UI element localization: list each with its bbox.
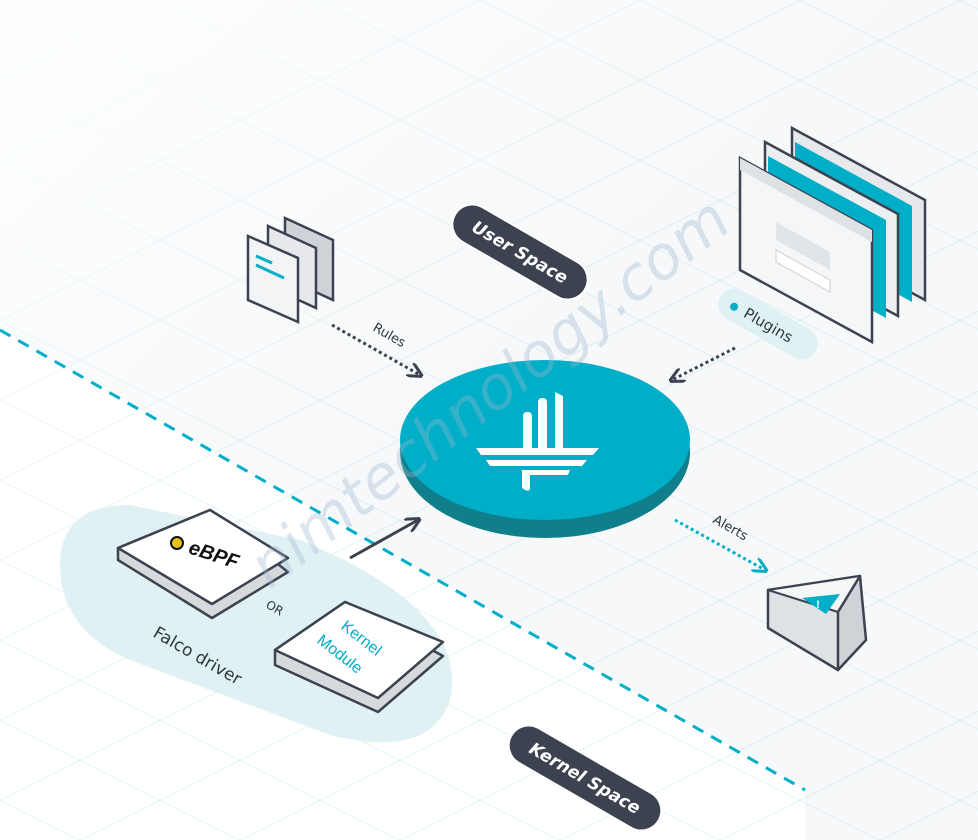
falco-driver-group: Falco driver OR eBPF Kernel Module (60, 505, 453, 743)
rules-arrow (331, 323, 420, 375)
ebpf-option: eBPF (116, 508, 290, 620)
warning-icon (802, 594, 840, 614)
svg-text:!: ! (816, 599, 820, 611)
alerts-arrow (674, 518, 765, 570)
driver-to-engine-arrow (349, 520, 418, 560)
plugins-icon (730, 302, 739, 311)
alert-prism-icon: ! (766, 574, 868, 672)
falco-engine (400, 360, 690, 538)
bee-icon (170, 536, 184, 550)
rules-documents-icon (246, 216, 335, 324)
user-kernel-boundary (0, 328, 806, 792)
falco-logo-icon (476, 392, 599, 491)
plugins-windows-icon (738, 125, 927, 345)
kernel-module-option: Kernel Module (273, 600, 445, 714)
